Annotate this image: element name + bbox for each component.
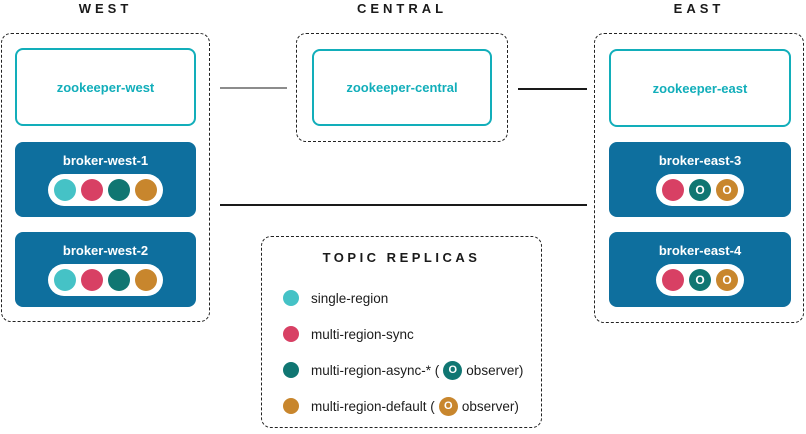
legend-item-multi-region-async: multi-region-async-* ( O observer) xyxy=(283,359,541,381)
observer-dot-multi-region-async: O xyxy=(689,269,711,291)
broker-east-3-node: broker-east-3 O O xyxy=(609,142,791,217)
legend-label: multi-region-async-* ( xyxy=(311,362,440,378)
observer-dot-multi-region-async: O xyxy=(689,179,711,201)
replica-dot-multi-region-default xyxy=(135,179,157,201)
replica-dot-multi-region-sync xyxy=(81,179,103,201)
legend-label: observer) xyxy=(461,398,519,414)
replica-dot-single-region xyxy=(54,179,76,201)
legend-dot-multi-region-async xyxy=(283,362,299,378)
legend-label: single-region xyxy=(311,290,389,306)
broker-east-4-label: broker-east-4 xyxy=(658,243,742,258)
legend-observer-chip-async: O xyxy=(443,360,463,380)
region-east-container: zookeeper-east broker-east-3 O O broker-… xyxy=(594,33,804,323)
connector-west-central xyxy=(220,87,287,89)
legend-label: multi-region-sync xyxy=(311,326,414,342)
replica-pill: O O xyxy=(656,174,744,206)
replica-dot-multi-region-default xyxy=(135,269,157,291)
zookeeper-west-label: zookeeper-west xyxy=(56,79,155,95)
replica-dot-multi-region-sync xyxy=(662,179,684,201)
legend-dot-multi-region-default xyxy=(283,398,299,414)
region-title-east: EAST xyxy=(673,1,725,16)
broker-west-2-node: broker-west-2 xyxy=(15,232,196,307)
legend-dot-multi-region-sync xyxy=(283,326,299,342)
region-title-west: WEST xyxy=(78,1,133,16)
replica-pill xyxy=(48,264,163,296)
replica-pill xyxy=(48,174,163,206)
replica-dot-multi-region-async xyxy=(108,269,130,291)
region-title-central: CENTRAL xyxy=(356,1,448,16)
legend-item-multi-region-default: multi-region-default ( O observer) xyxy=(283,395,541,417)
region-central-container: zookeeper-central xyxy=(296,33,508,142)
broker-west-1-label: broker-west-1 xyxy=(62,153,149,168)
broker-east-3-label: broker-east-3 xyxy=(658,153,742,168)
connector-west-east xyxy=(220,204,587,206)
region-west-container: zookeeper-west broker-west-1 broker-west… xyxy=(1,33,210,322)
legend-title: TOPIC REPLICAS xyxy=(322,250,481,265)
legend-label: multi-region-default ( xyxy=(311,398,435,414)
legend-topic-replicas: TOPIC REPLICAS single-region multi-regio… xyxy=(261,236,542,428)
legend-item-multi-region-sync: multi-region-sync xyxy=(283,323,541,345)
legend-label: observer) xyxy=(466,362,524,378)
legend-dot-single-region xyxy=(283,290,299,306)
broker-west-2-label: broker-west-2 xyxy=(62,243,149,258)
legend-item-single-region: single-region xyxy=(283,287,541,309)
zookeeper-east-label: zookeeper-east xyxy=(652,80,748,96)
connector-central-east xyxy=(518,88,587,90)
replica-dot-single-region xyxy=(54,269,76,291)
replica-dot-multi-region-sync xyxy=(81,269,103,291)
broker-east-4-node: broker-east-4 O O xyxy=(609,232,791,307)
legend-observer-chip-default: O xyxy=(438,396,458,416)
zookeeper-west-node: zookeeper-west xyxy=(15,48,196,126)
zookeeper-east-node: zookeeper-east xyxy=(609,49,791,127)
broker-west-1-node: broker-west-1 xyxy=(15,142,196,217)
observer-dot-multi-region-default: O xyxy=(716,179,738,201)
replica-dot-multi-region-async xyxy=(108,179,130,201)
zookeeper-central-label: zookeeper-central xyxy=(346,80,458,95)
replica-dot-multi-region-sync xyxy=(662,269,684,291)
replica-pill: O O xyxy=(656,264,744,296)
zookeeper-central-node: zookeeper-central xyxy=(312,49,492,126)
observer-dot-multi-region-default: O xyxy=(716,269,738,291)
